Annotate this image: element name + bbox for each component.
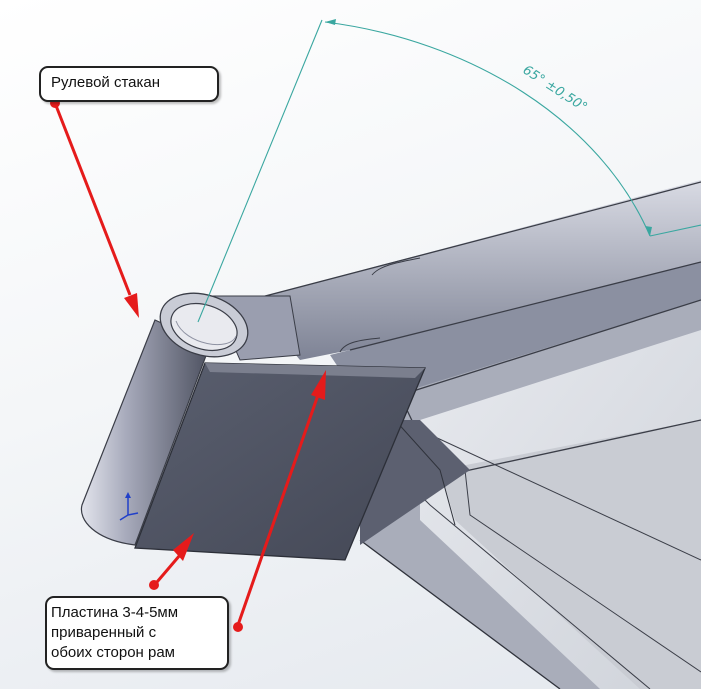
callout-steering-head-text: Рулевой стакан [51,74,161,91]
steering-head-tube [80,292,249,546]
arrow-to-plate-left [149,533,194,590]
callout-plate-line-2: приваренный с [51,624,157,641]
callout-plate: Пластина 3-4-5мм приваренный с обоих сто… [45,596,229,670]
angle-dimension [197,19,701,323]
angle-dimension-label: 65° ±0,50° [520,63,590,116]
top-tube [249,180,701,393]
arrow-to-plate-weld [233,370,326,632]
callout-steering-head: Рулевой стакан [39,66,219,102]
callout-arrows [50,98,326,632]
frame-rail [359,240,701,689]
callout-plate-line-1: Пластина 3-4-5мм [51,604,179,621]
arrow-to-steering-head [50,98,139,318]
plate-edge [205,363,425,378]
coordinate-triad-icon [119,492,139,521]
callout-plate-line-3: обоих сторон рам [51,644,175,661]
